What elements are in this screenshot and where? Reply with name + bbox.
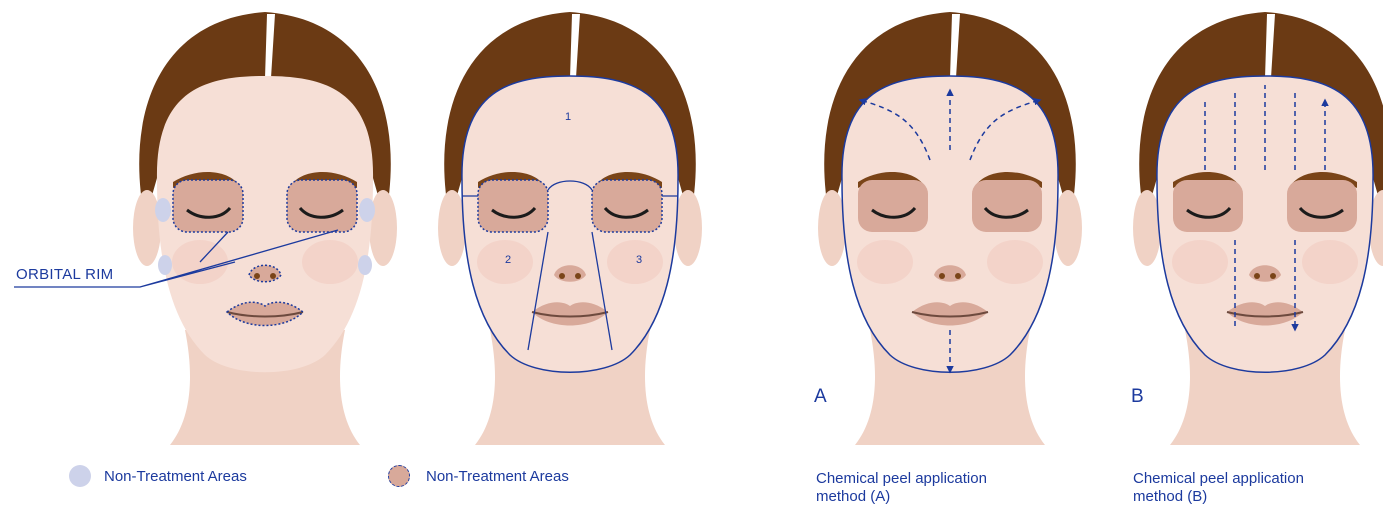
method-b-caption-line2: method (B) xyxy=(1133,488,1207,506)
legend-swatch-light xyxy=(69,465,91,487)
orbital-rim-label: ORBITAL RIM xyxy=(16,266,113,283)
method-b-letter: B xyxy=(1131,386,1144,408)
face-2-illustration xyxy=(438,12,702,445)
method-a-letter: A xyxy=(814,386,827,408)
face-1-illustration xyxy=(133,12,397,445)
zone-3-label: 3 xyxy=(636,251,642,269)
zone-1-label: 1 xyxy=(565,108,571,126)
zone-2-label: 2 xyxy=(505,251,511,269)
method-a-caption-line2: method (A) xyxy=(816,488,890,506)
method-b-caption-line1: Chemical peel application xyxy=(1133,470,1304,488)
method-a-caption-line1: Chemical peel application xyxy=(816,470,987,488)
legend-label-2: Non-Treatment Areas xyxy=(426,468,569,486)
face-4-illustration xyxy=(1133,12,1383,445)
legend-label-1: Non-Treatment Areas xyxy=(104,468,247,486)
legend-swatch-dotted xyxy=(388,465,410,487)
face-3-illustration xyxy=(818,12,1082,445)
